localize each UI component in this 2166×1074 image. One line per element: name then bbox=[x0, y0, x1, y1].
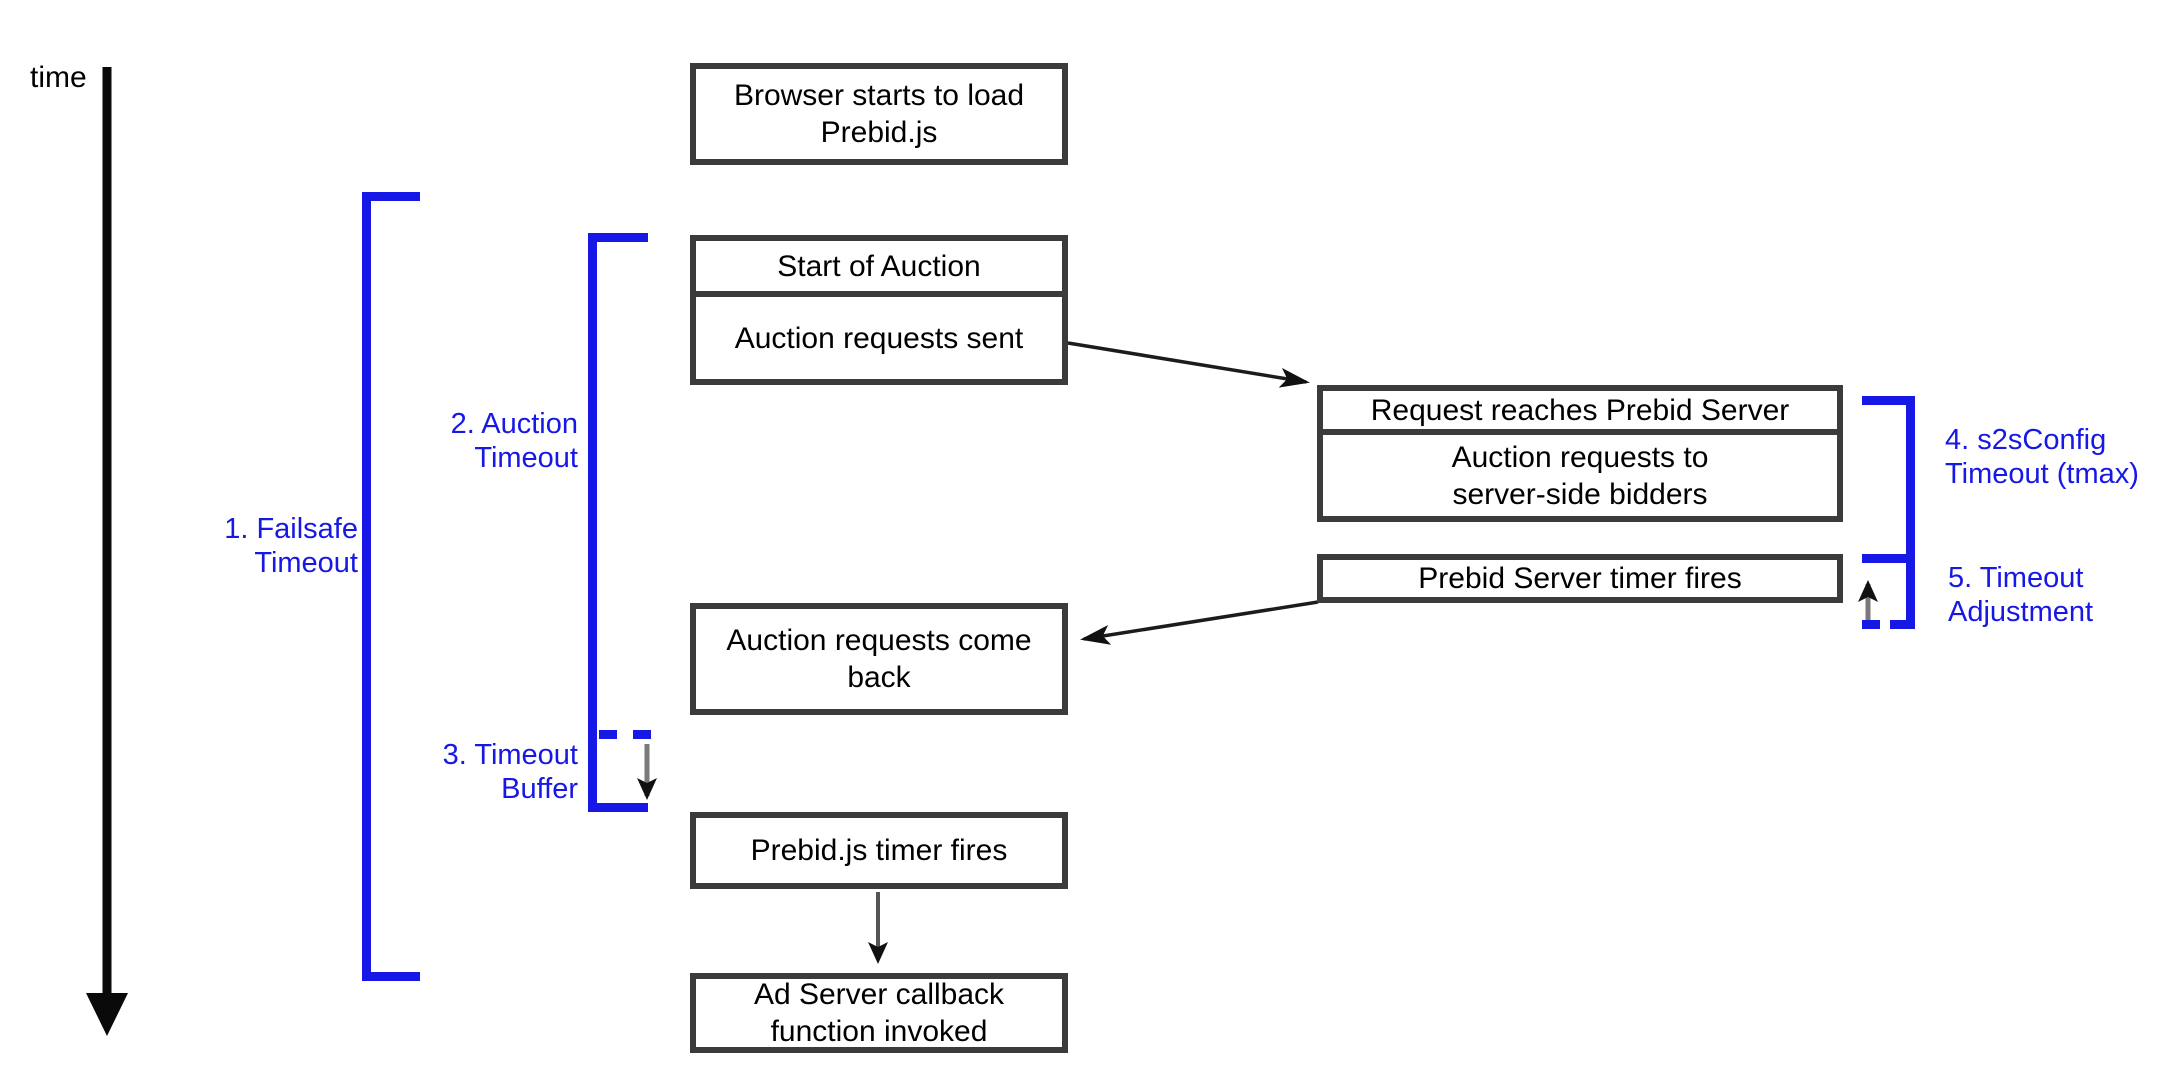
auction-timeout-label: 2. Auction Timeout bbox=[450, 408, 578, 474]
timeout-buffer-label: 3. Timeout Buffer bbox=[442, 739, 578, 805]
failsafe-timeout-bracket bbox=[362, 192, 420, 981]
auction-timeout-bracket bbox=[588, 233, 648, 812]
time-axis-label: time bbox=[30, 61, 87, 94]
prebid-timer-fires-box: Prebid.js timer fires bbox=[690, 812, 1068, 889]
prebid-server-box: Request reaches Prebid Server Auction re… bbox=[1317, 385, 1843, 522]
arrow-responses-come-back bbox=[1080, 600, 1319, 645]
request-reaches-server-row: Request reaches Prebid Server bbox=[1323, 391, 1837, 435]
auction-requests-come-back-box: Auction requests come back bbox=[690, 603, 1068, 715]
prebid-server-timer-fires-box: Prebid Server timer fires bbox=[1317, 554, 1843, 603]
ad-server-callback-box: Ad Server callback function invoked bbox=[690, 973, 1068, 1053]
timeout-buffer-divider bbox=[599, 730, 651, 739]
arrow-requests-to-server bbox=[1067, 341, 1310, 388]
failsafe-timeout-label: 1. Failsafe Timeout bbox=[224, 513, 358, 579]
auction-requests-sent-row: Auction requests sent bbox=[734, 321, 1024, 355]
server-side-bidders-row: Auction requests to server-side bidders bbox=[1451, 440, 1709, 511]
s2sconfig-timeout-bracket bbox=[1862, 396, 1915, 563]
s2sconfig-bracket-bottom-arm bbox=[1862, 554, 1915, 563]
timeout-adjustment-label: 5. Timeout Adjustment bbox=[1948, 562, 2094, 628]
timeout-adjustment-dashed-arm bbox=[1862, 620, 1908, 629]
timeout-adjustment-bracket bbox=[1862, 563, 1915, 629]
s2sconfig-timeout-label: 4. s2sConfig Timeout (tmax) bbox=[1945, 424, 2139, 490]
browser-load-box: Browser starts to load Prebid.js bbox=[690, 63, 1068, 165]
auction-start-box: Start of Auction Auction requests sent bbox=[690, 235, 1068, 385]
start-of-auction-row: Start of Auction bbox=[696, 241, 1062, 297]
